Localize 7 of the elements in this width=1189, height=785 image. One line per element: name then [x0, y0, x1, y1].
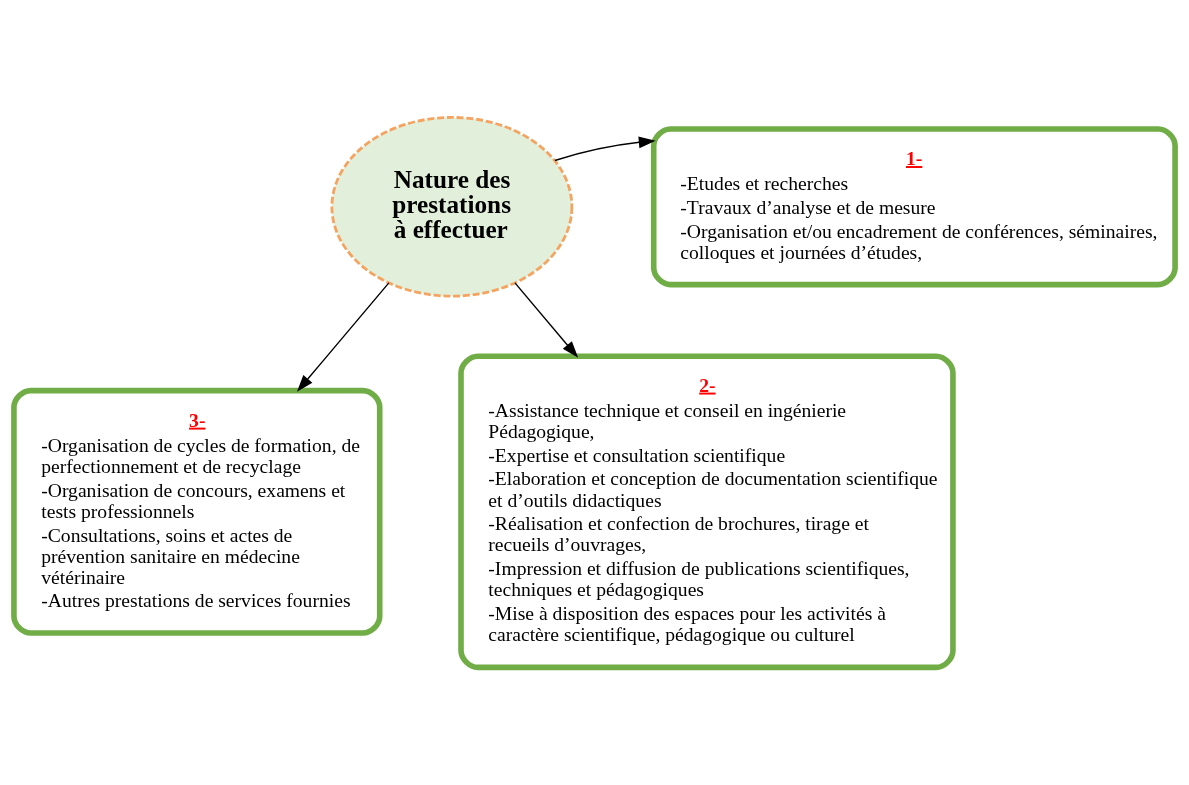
node-ellipse: Nature des prestations à effectuer: [330, 116, 574, 298]
node-box: 2- -Assistance technique et conseil en ingénierie Pédagogique, -Expertise et consultation scientifique -Elaboration et conception de documentation scientifique et d’outils didactiques -Réalisation et confection de brochures, tirage et recueils d’ouvrages, -Impression et diffusion de publications scientifiques, techniques et pédagogiques -Mise à disposition des espaces pour les activités à caractère scientifique, pédagogique ou culturel: [458, 353, 956, 671]
arrow: [297, 282, 390, 392]
node-box: 3- -Organisation de cycles de formation, de perfectionnement et de recyclage -Organisation de concours, examens et tests professionnels -Consultations, soins et actes de prévention sanitaire en médecine vétérinaire -Autres prestations de services fournies: [11, 387, 383, 636]
arrow: [514, 282, 579, 358]
node-box: 1- -Etudes et recherches -Travaux d’analyse et de mesure -Organisation et/ou encadrement de conférences, séminaires, colloques et journées d’études,: [650, 126, 1178, 288]
arrow: [554, 136, 656, 162]
